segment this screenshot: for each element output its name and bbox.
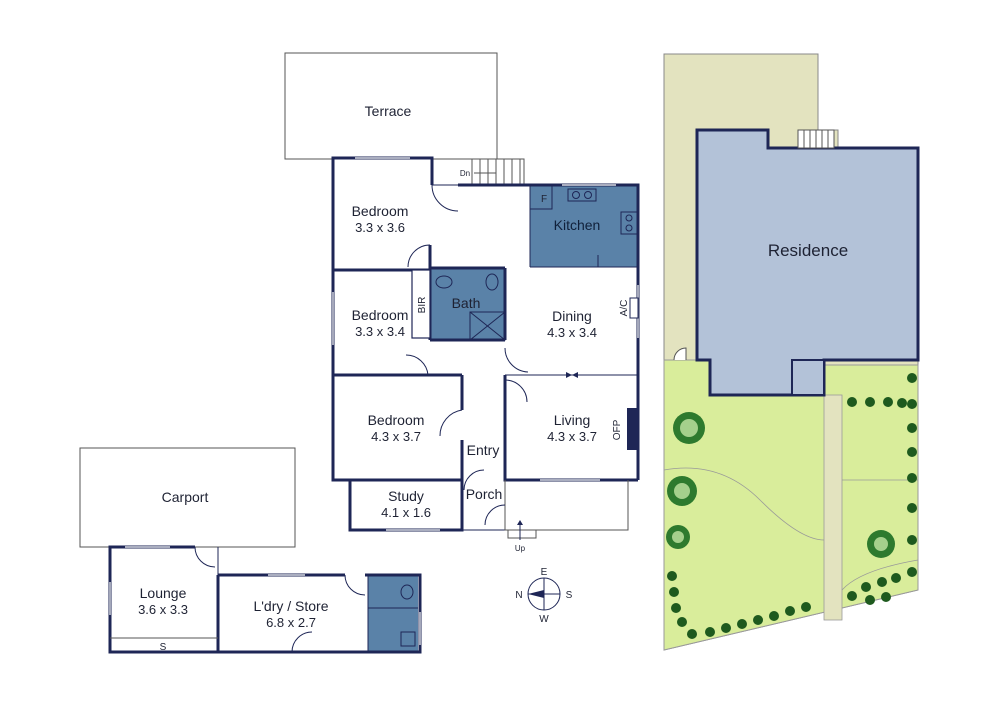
ac-label: A/C — [619, 300, 630, 317]
bedroom2-label: Bedroom — [352, 307, 409, 323]
living-label: Living — [554, 412, 591, 428]
compass: E N S W — [515, 567, 572, 625]
site-residence — [695, 128, 920, 397]
porch-label: Porch — [466, 486, 503, 502]
door — [504, 379, 528, 403]
main-house: Terrace Dn — [284, 52, 640, 553]
dining-label: Dining — [552, 308, 592, 324]
compass-n: N — [515, 590, 522, 601]
lounge-shelf-label: S — [160, 642, 167, 653]
kitchen-label: Kitchen — [554, 217, 601, 233]
bedroom2-dims: 3.3 x 3.4 — [355, 324, 405, 339]
door — [504, 347, 529, 373]
bedroom1-label: Bedroom — [352, 203, 409, 219]
site-plan: Residence — [663, 53, 920, 651]
shrub-row — [667, 373, 917, 639]
terrace — [284, 52, 498, 160]
door — [484, 504, 506, 526]
tree-icon — [867, 530, 895, 558]
sink-icon — [567, 188, 597, 202]
compass-e: E — [541, 567, 548, 578]
carport — [79, 447, 296, 548]
kitchen-area — [530, 185, 638, 267]
bath-area — [430, 268, 505, 340]
fridge — [529, 184, 553, 210]
living-dims: 4.3 x 3.7 — [547, 429, 597, 444]
tree-icon — [673, 412, 705, 444]
stairs-down-label: Dn — [460, 169, 470, 178]
stairs-down — [471, 158, 525, 186]
door — [291, 631, 313, 653]
fireplace — [627, 408, 638, 450]
compass-needle-icon — [528, 590, 544, 598]
bedroom1-dims: 3.3 x 3.6 — [355, 220, 405, 235]
study-dims: 4.1 x 1.6 — [381, 505, 431, 520]
ofp-label: OFP — [612, 419, 623, 440]
door — [439, 409, 463, 437]
lounge-label: Lounge — [140, 585, 187, 601]
bath-label: Bath — [452, 295, 481, 311]
door — [405, 354, 429, 376]
door — [431, 184, 459, 212]
ac-unit — [629, 297, 639, 319]
tree-icon — [666, 525, 690, 549]
door — [194, 546, 216, 568]
basin-icon — [435, 275, 453, 289]
door — [344, 574, 366, 596]
stairs-up-label: Up — [515, 544, 526, 553]
toilet-icon — [400, 584, 414, 600]
door — [407, 244, 431, 268]
terrace-label: Terrace — [365, 103, 412, 119]
lounge-dims: 3.6 x 3.3 — [138, 602, 188, 617]
tree-icon — [667, 476, 697, 506]
laundry-label: L'dry / Store — [253, 598, 328, 614]
bir-label: BIR — [417, 297, 428, 314]
fridge-label: F — [541, 194, 547, 205]
bedroom3-dims: 4.3 x 3.7 — [371, 429, 421, 444]
stove-icon — [620, 211, 638, 235]
outbuildings: Carport Lounge 3.6 x 3.3 S L'dry / Store… — [79, 447, 422, 654]
residence-label: Residence — [768, 241, 848, 260]
tub-icon — [400, 631, 416, 647]
study-label: Study — [388, 488, 424, 504]
bedroom3-label: Bedroom — [368, 412, 425, 428]
shower-icon — [469, 311, 506, 341]
compass-s: S — [566, 590, 573, 601]
site-stairs — [797, 129, 835, 149]
compass-w: W — [539, 614, 549, 625]
toilet-icon — [485, 273, 499, 291]
door — [463, 469, 485, 491]
garden-path — [823, 394, 843, 621]
dining-dims: 4.3 x 3.4 — [547, 325, 597, 340]
laundry-wet-area — [368, 576, 418, 652]
entry-label: Entry — [467, 442, 500, 458]
laundry-dims: 6.8 x 2.7 — [266, 615, 316, 630]
carport-label: Carport — [162, 489, 209, 505]
